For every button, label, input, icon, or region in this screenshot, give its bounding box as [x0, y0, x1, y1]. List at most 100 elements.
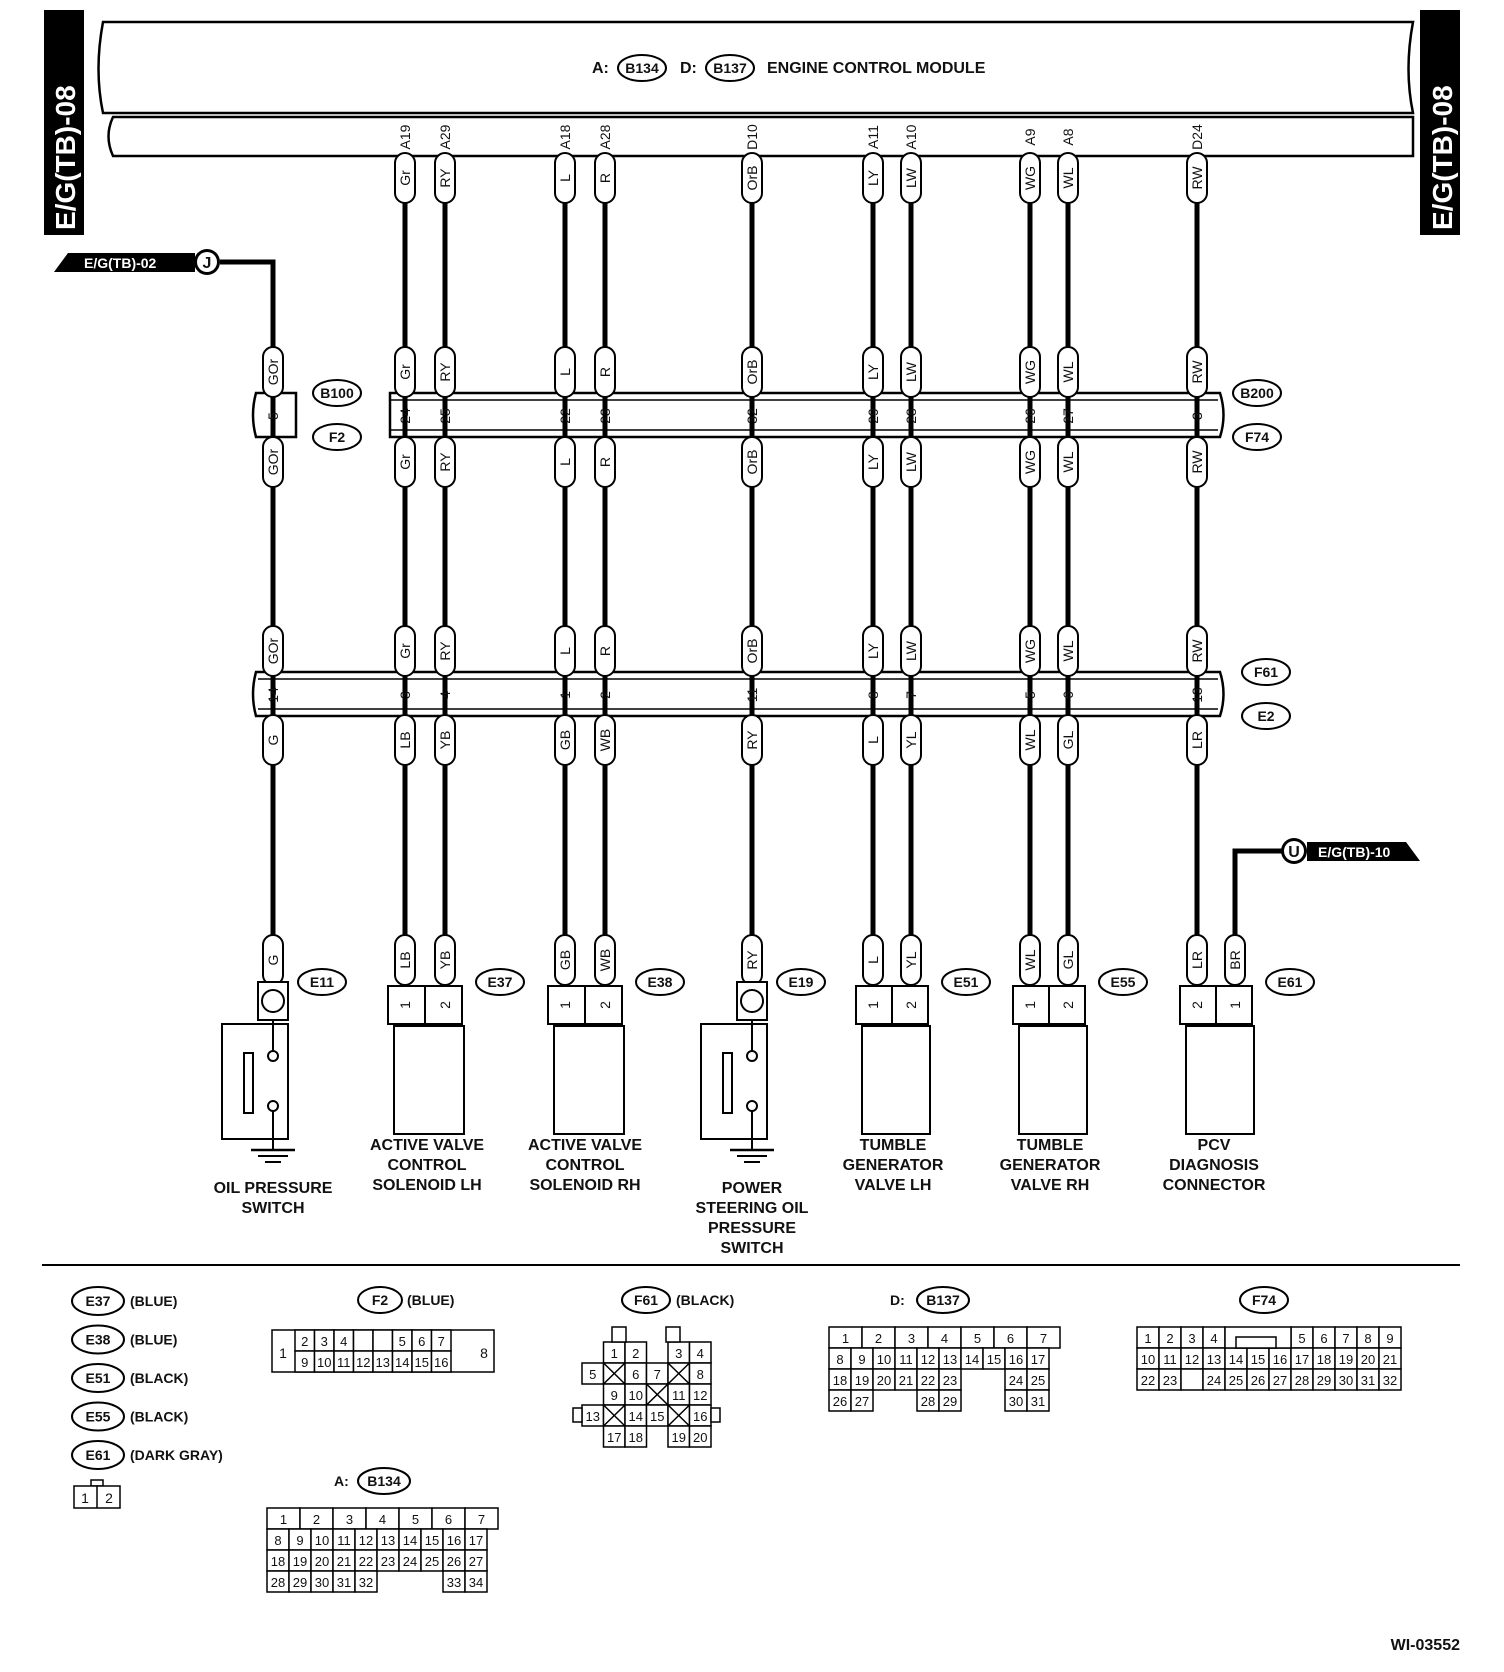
wire-color-device: GB	[557, 950, 573, 970]
svg-text:18: 18	[271, 1554, 285, 1569]
f61-pin: 3	[667, 1341, 691, 1364]
b137-pin: 16	[1004, 1347, 1028, 1370]
wire-color-top: LY	[865, 169, 881, 186]
wire-color-e2: RY	[744, 730, 760, 750]
svg-text:5: 5	[589, 1367, 596, 1382]
svg-text:7: 7	[1342, 1331, 1349, 1346]
b134-pin: 17	[464, 1528, 488, 1551]
f74-pin	[1180, 1368, 1204, 1391]
svg-text:14: 14	[395, 1355, 409, 1370]
svg-text:2: 2	[1166, 1331, 1173, 1346]
svg-text:4: 4	[697, 1346, 704, 1361]
device-name-line: VALVE LH	[855, 1177, 932, 1194]
svg-text:2: 2	[301, 1334, 308, 1349]
b134-pin: 28	[266, 1570, 290, 1593]
svg-text:20: 20	[315, 1554, 329, 1569]
b134-pin: 6	[431, 1507, 466, 1530]
b137-pin: 21	[894, 1368, 918, 1391]
f61-pin: 17	[602, 1425, 626, 1448]
b134-pin: 14	[398, 1528, 422, 1551]
b100-pin-number: 24	[397, 408, 413, 424]
f2-pin: 11	[333, 1350, 355, 1373]
svg-text:18: 18	[629, 1430, 643, 1445]
b134-pin: 8	[266, 1528, 290, 1551]
f61-pin: 12	[688, 1383, 712, 1406]
b100-pin-number: 5	[265, 412, 281, 420]
wire-color-b100: RW	[1189, 360, 1205, 384]
f61-pin: 16	[688, 1404, 712, 1427]
svg-text:29: 29	[293, 1575, 307, 1590]
svg-text:13: 13	[943, 1352, 957, 1367]
ecm-pin-label: A10	[903, 124, 919, 149]
wire-color-f2: R	[597, 457, 613, 467]
wire-color-b100: R	[597, 367, 613, 377]
right-reference-letter: U	[1288, 844, 1300, 861]
wire-color-device: BR	[1227, 950, 1243, 969]
f74-pin: 17	[1290, 1347, 1314, 1370]
legend-connector-color: (BLUE)	[130, 1332, 177, 1348]
f61-pin-number: 3	[397, 691, 413, 699]
svg-text:5: 5	[1298, 1331, 1305, 1346]
svg-text:11: 11	[337, 1355, 351, 1370]
legend-f2-id: F2	[372, 1292, 389, 1308]
svg-text:19: 19	[293, 1554, 307, 1569]
device-name-line: SWITCH	[720, 1240, 783, 1257]
f61-pin	[667, 1362, 691, 1385]
svg-text:12: 12	[356, 1355, 370, 1370]
f61-pin-number: 4	[437, 691, 453, 699]
f2-pin: 2	[294, 1329, 316, 1352]
svg-text:12: 12	[921, 1352, 935, 1367]
f74-pin: 12	[1180, 1347, 1204, 1370]
legend-connector-id: E37	[86, 1293, 111, 1309]
svg-text:15: 15	[415, 1355, 429, 1370]
wire-color-device: YL	[903, 951, 919, 968]
side-tab-left-text: E/G(TB)-08	[50, 85, 81, 230]
b134-pin: 11	[332, 1528, 356, 1551]
b137-pin: 4	[927, 1326, 962, 1349]
connector-f2-label: F2	[329, 429, 346, 445]
svg-text:19: 19	[855, 1373, 869, 1388]
legend-connector-color: (BLACK)	[130, 1409, 188, 1425]
f61-pin: 10	[624, 1383, 648, 1406]
device-name-line: ACTIVE VALVE	[370, 1137, 484, 1154]
svg-text:28: 28	[921, 1394, 935, 1409]
b100-pin-number: 22	[557, 408, 573, 424]
svg-text:29: 29	[943, 1394, 957, 1409]
wire-color-device: RY	[744, 950, 760, 970]
device-pin-number: 1	[397, 1001, 413, 1009]
svg-text:26: 26	[1251, 1373, 1265, 1388]
b137-pin: 8	[828, 1347, 852, 1370]
legend-two-pin-connector: 1 2	[73, 1479, 121, 1509]
svg-text:3: 3	[346, 1512, 353, 1527]
wire-color-e2: GB	[557, 730, 573, 750]
ecm-pin-label: A11	[865, 125, 881, 149]
svg-text:19: 19	[1339, 1352, 1353, 1367]
svg-text:10: 10	[317, 1355, 331, 1370]
f61-pin	[645, 1383, 669, 1406]
b137-pin: 7	[1026, 1326, 1061, 1349]
ecm-pin-label: D24	[1189, 124, 1205, 150]
svg-text:3: 3	[321, 1334, 328, 1349]
f2-pin: 10	[313, 1350, 335, 1373]
b134-pin: 3	[332, 1507, 367, 1530]
right-reference: U E/G(TB)-10	[1281, 838, 1420, 864]
svg-text:7: 7	[1040, 1331, 1047, 1346]
f74-pin: 27	[1268, 1368, 1292, 1391]
svg-text:16: 16	[1009, 1352, 1023, 1367]
svg-text:23: 23	[1163, 1373, 1177, 1388]
legend-b137-prefix: D:	[890, 1292, 905, 1308]
b137-pin: 5	[960, 1326, 995, 1349]
svg-text:12: 12	[1185, 1352, 1199, 1367]
wire-color-f61: R	[597, 646, 613, 656]
device-name-line: SOLENOID LH	[372, 1177, 481, 1194]
b137-pin: 12	[916, 1347, 940, 1370]
f61-pin: 19	[667, 1425, 691, 1448]
b137-pin: 1	[828, 1326, 863, 1349]
